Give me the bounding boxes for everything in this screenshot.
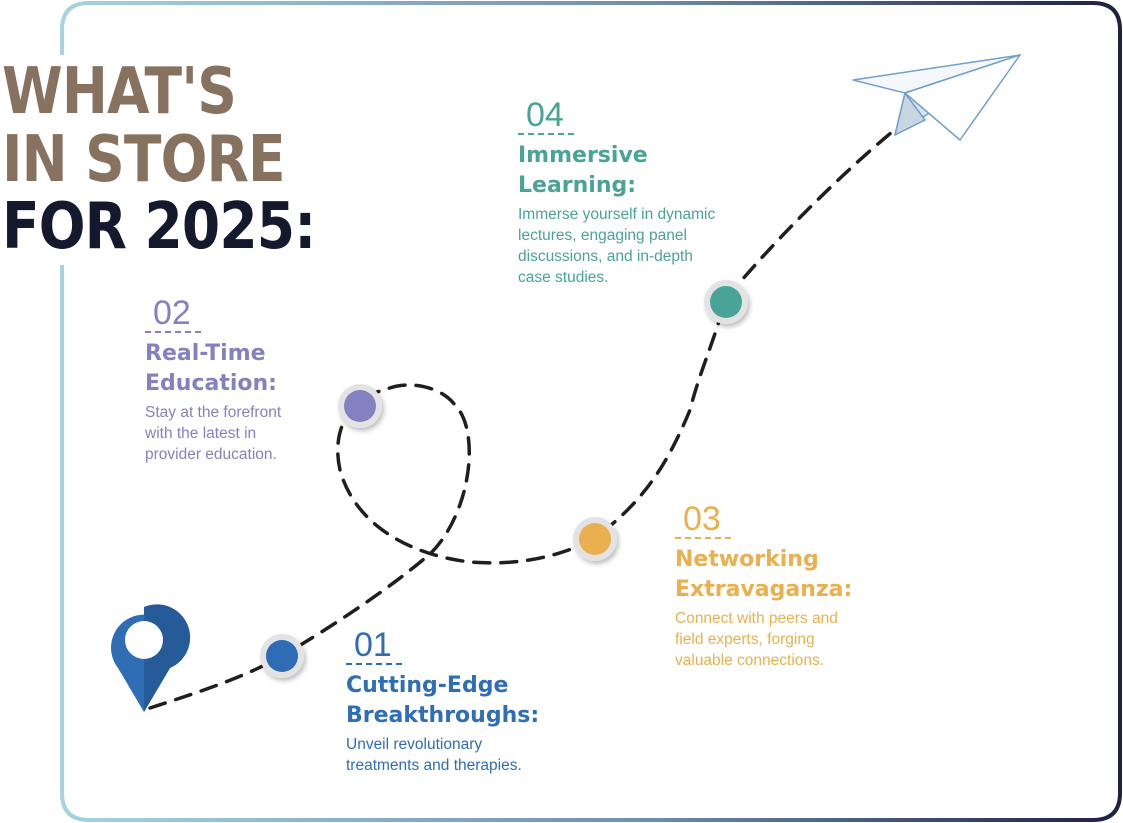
location-pin-icon — [111, 604, 191, 712]
title-line-3: FOR 2025: — [2, 190, 316, 264]
step-03-dot — [573, 517, 617, 561]
step-04-dot — [704, 280, 748, 324]
step-heading: Extravaganza: — [675, 577, 853, 602]
step-01-dot — [260, 634, 304, 678]
step-description: Stay at the forefront with the latest in… — [145, 404, 282, 463]
step-heading: Immersive — [518, 143, 648, 168]
step-description: Connect with peers and field experts, fo… — [675, 610, 838, 669]
number-underline — [675, 537, 731, 539]
step-number: 02 — [153, 294, 191, 332]
step-heading: Learning: — [518, 173, 637, 198]
title-line-2: IN STORE — [2, 123, 286, 197]
step-02-dot — [338, 384, 382, 428]
route-path — [148, 130, 894, 710]
number-underline — [346, 663, 402, 665]
step-heading: Education: — [145, 371, 277, 396]
step-description: Unveil revolutionary treatments and ther… — [346, 736, 522, 774]
step-heading: Real-Time — [145, 341, 266, 366]
step-heading: Breakthroughs: — [346, 703, 540, 728]
number-underline — [518, 133, 574, 135]
number-underline — [145, 331, 201, 333]
step-number: 04 — [526, 96, 564, 134]
title-line-1: WHAT'S — [2, 55, 237, 129]
step-02: 02 Real-Time Education: Stay at the fore… — [145, 296, 281, 465]
step-number: 03 — [683, 500, 721, 538]
step-description: Immerse yourself in dynamic lectures, en… — [518, 206, 716, 286]
step-01: 01 Cutting-Edge Breakthroughs: Unveil re… — [346, 628, 539, 776]
step-04: 04 Immersive Learning: Immerse yourself … — [518, 98, 715, 288]
step-heading: Cutting-Edge — [346, 673, 509, 698]
step-heading: Networking — [675, 547, 819, 572]
paper-plane-icon — [852, 54, 1021, 141]
step-03: 03 Networking Extravaganza: Connect with… — [675, 502, 852, 671]
frame-border — [60, 1, 1122, 822]
step-number: 01 — [354, 626, 392, 664]
